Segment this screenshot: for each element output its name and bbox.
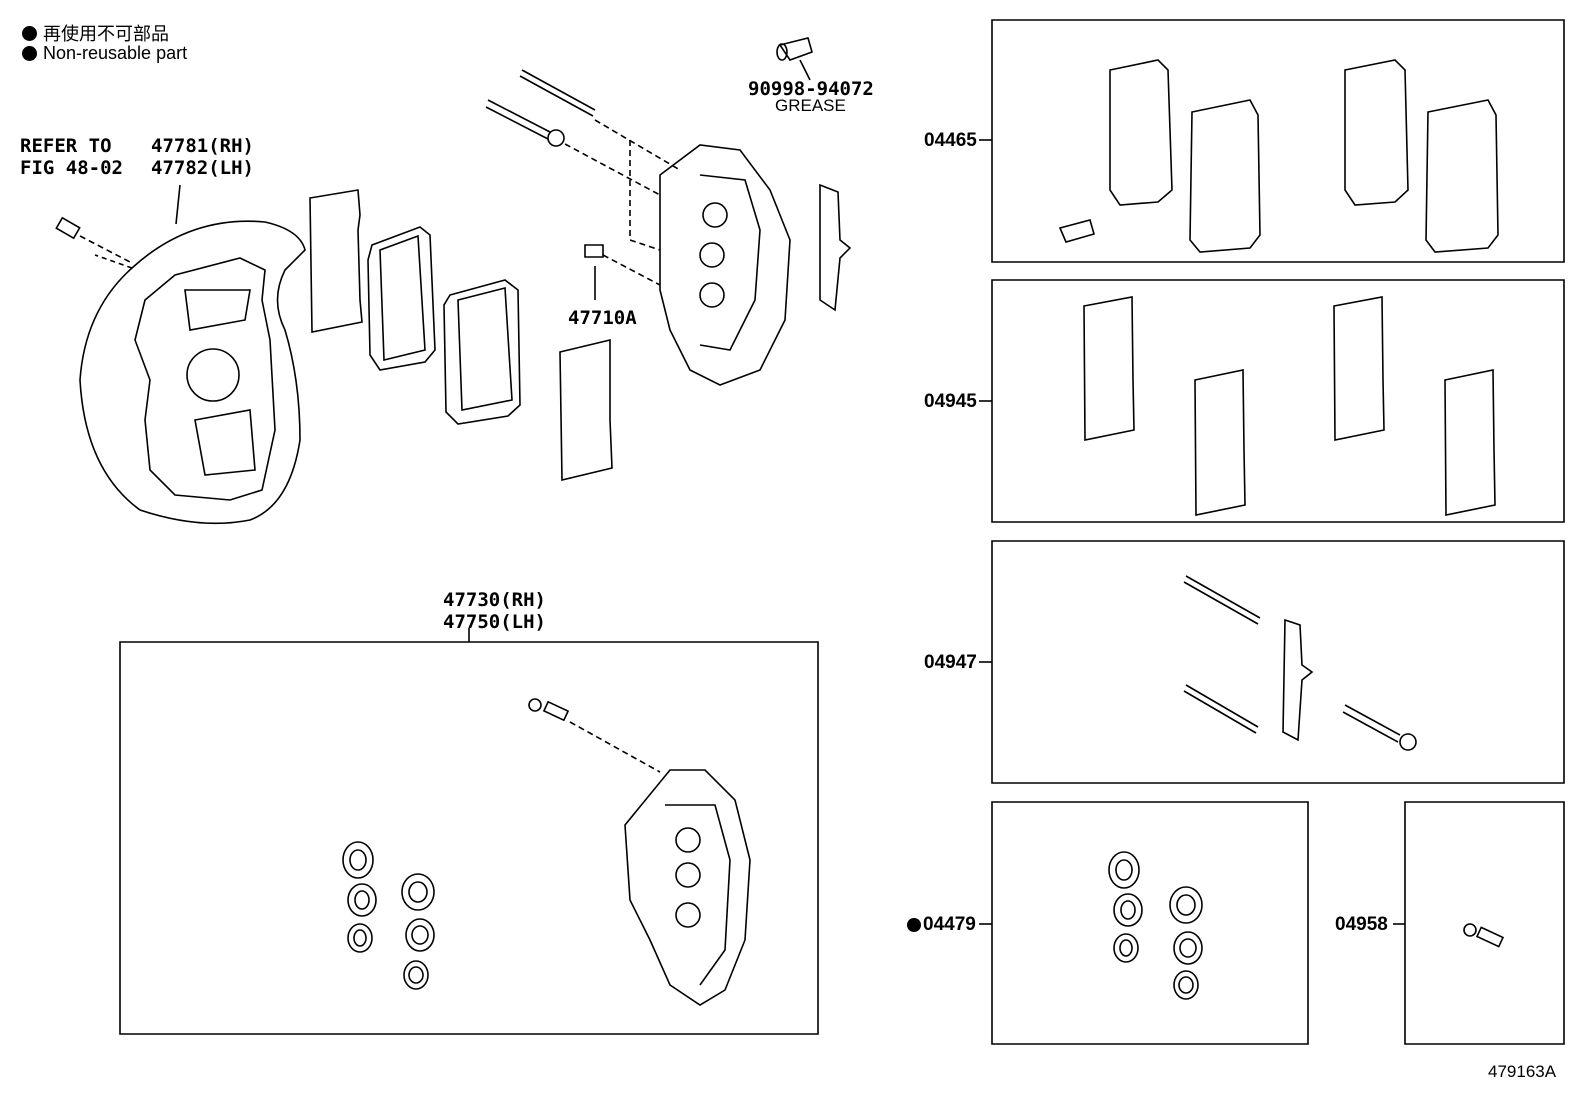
pad-kit-label: 04465 <box>924 130 977 151</box>
bleeder-kit-label: 04958 <box>1335 914 1388 935</box>
shim-kit-frame <box>992 280 1564 522</box>
pad-spring <box>820 185 850 310</box>
bleeder-plug-label: 47710A <box>568 307 637 329</box>
dust-cover-bolt <box>56 218 130 262</box>
cylinder-kit-code: 04479 <box>923 914 976 935</box>
fitting-kit-frame <box>992 541 1564 783</box>
diagram-id: 479163A <box>1488 1062 1557 1081</box>
cylinder-kit-frame <box>992 802 1308 1044</box>
fig-ref-label: FIG 48-02 <box>20 157 123 179</box>
bullet-icon <box>22 46 37 61</box>
legend-en-text: Non-reusable part <box>43 43 188 63</box>
kit-seals <box>1109 852 1202 999</box>
anti-squeal-shim <box>310 190 362 332</box>
grease-word-label: GREASE <box>775 96 846 115</box>
caliper-upper <box>630 140 790 385</box>
bleeder-plug-lower <box>529 699 660 772</box>
piston-seals <box>343 842 434 989</box>
pad-kit-frame <box>992 20 1564 262</box>
pad-pin-2 <box>486 100 660 195</box>
fitting-kit-label: 04947 <box>924 652 977 673</box>
brake-pad <box>368 227 435 370</box>
caliper-lower <box>625 770 750 1005</box>
kit-pads <box>1060 60 1498 252</box>
bleeder-kit-frame <box>1405 802 1564 1044</box>
dust-cover-lh-label: 47782(LH) <box>151 157 254 179</box>
kit-shims <box>1084 297 1495 515</box>
refer-to-label: REFER TO <box>20 135 112 157</box>
bullet-icon <box>22 25 37 41</box>
dust-cover-rh-label: 47781(RH) <box>151 135 254 157</box>
brake-pad-inner <box>444 280 520 424</box>
cylinder-lh-label: 47750(LH) <box>443 611 546 633</box>
cylinder-rh-label: 47730(RH) <box>443 589 546 611</box>
dust-cover <box>80 221 305 523</box>
bleeder-plug <box>585 245 660 285</box>
legend-jp: 再使用不可部品 <box>22 20 169 46</box>
cylinder-kit-label: 04479 <box>907 915 976 935</box>
grease-part-label: 90998-94072 <box>748 78 874 100</box>
shim-kit-label: 04945 <box>924 391 977 412</box>
grease-tube <box>777 38 812 60</box>
inner-shim <box>560 340 612 480</box>
pad-pin <box>520 70 680 170</box>
legend-en: Non-reusable part <box>22 43 187 64</box>
kit-bleeder <box>1464 924 1503 947</box>
non-reusable-icon <box>907 918 921 932</box>
kit-fittings <box>1184 576 1416 750</box>
legend-jp-text: 再使用不可部品 <box>43 24 169 44</box>
cylinder-assembly-frame <box>120 642 818 1034</box>
